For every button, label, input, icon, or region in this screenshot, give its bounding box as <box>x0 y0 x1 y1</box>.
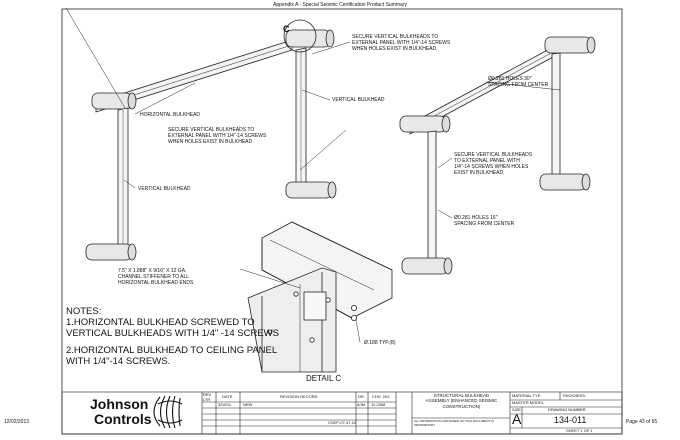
johnson-controls-logo-icon <box>153 395 183 429</box>
left-bulkhead-assembly <box>65 7 337 261</box>
drawing-number-label: DRAWING NUMBER <box>548 408 586 412</box>
detail-c-label: C <box>283 24 290 34</box>
callout-typ-holes: Ø.188 TYP.(8) <box>364 340 396 346</box>
page-header-title: Appendix A - Special Seismic Certificati… <box>273 2 407 8</box>
callout-holes-30: Ø0.281 HOLES 30" SPACING FROM CENTER <box>488 76 549 88</box>
note-line: WITH 1/4"-14 SCREWS. <box>66 356 171 367</box>
row-record: NEW <box>243 403 253 407</box>
leader-lines <box>123 41 561 343</box>
sheet-border <box>61 8 623 435</box>
note-line: VERTICAL BULKHEADS WITH 1/4" -14 SCREWS <box>66 328 279 339</box>
callout-stiffener: 7.5" X 1.888" X 9/16" X 12 GA. CHANNEL S… <box>118 268 194 286</box>
note-line: 2.HORIZONTAL BULKHEAD TO CEILING PANEL <box>66 345 278 356</box>
row-code: CSEP-07-47-10 <box>328 421 357 425</box>
rev-ltr-header: REV LTR <box>203 393 212 402</box>
detail-c-caption: DETAIL C <box>306 374 342 383</box>
dr-header: DR. <box>358 395 365 399</box>
size-label: SIZE <box>512 408 521 412</box>
chg-no-header: CHG. NO. <box>372 395 391 399</box>
row-dr: AJM <box>357 403 365 407</box>
callout-holes-16: Ø0.281 HOLES 16" SPACING FROM CENTER <box>454 215 515 227</box>
print-date: 12/02/2013 <box>4 419 30 425</box>
callout-secure-top: SECURE VERTICAL BULKHEADS TO EXTERNAL PA… <box>352 34 451 52</box>
right-bulkhead-assembly <box>399 36 596 275</box>
notes-heading: NOTES: <box>66 306 102 317</box>
master-model: MASTER MODEL <box>512 401 545 405</box>
title-block-grid <box>61 391 623 435</box>
row-date: 3/04/11 <box>218 403 232 407</box>
callout-secure-right: SECURE VERTICAL BULKHEADS TO EXTERNAL PA… <box>454 152 533 176</box>
proprietary-notice: ALL INFORMATION CONTAINED ON THIS DOCUME… <box>414 420 494 427</box>
material-type: MATERIAL TYP. <box>512 394 541 398</box>
callout-horizontal-bulkhead: HORIZONTAL BULKHEAD <box>140 112 201 118</box>
size-value: A <box>512 411 522 427</box>
revision-record-header: REVISION RECORD <box>280 395 318 399</box>
callout-vertical-bulkhead-left: VERTICAL BULKHEAD <box>138 186 191 192</box>
detail-c-circle <box>283 19 317 53</box>
callout-vertical-bulkhead-right: VERTICAL BULKHEAD <box>332 97 385 103</box>
drawing-number: 134-011 <box>554 415 587 425</box>
company-name: Johnson Controls <box>90 396 152 427</box>
notes-block: NOTES: 1.HORIZONTAL BULKHEAD SCREWED TO … <box>66 306 279 367</box>
row-chg: 11-2008 <box>371 403 386 407</box>
sheet-info: SHEET 1 OF 1 <box>566 429 593 433</box>
detail-c-drawing <box>247 221 393 373</box>
drawing-description: STRUCTURAL BULKHEAD ASSEMBLY (ENHANCED S… <box>425 393 498 409</box>
thickness: THICKNESS: <box>562 394 587 398</box>
page-number: Page 43 of 65 <box>626 419 658 425</box>
callout-secure-left: SECURE VERTICAL BULKHEADS TO EXTERNAL PA… <box>168 127 267 145</box>
date-header: DATE <box>222 395 233 399</box>
note-line: 1.HORIZONTAL BULKHEAD SCREWED TO <box>66 317 255 328</box>
